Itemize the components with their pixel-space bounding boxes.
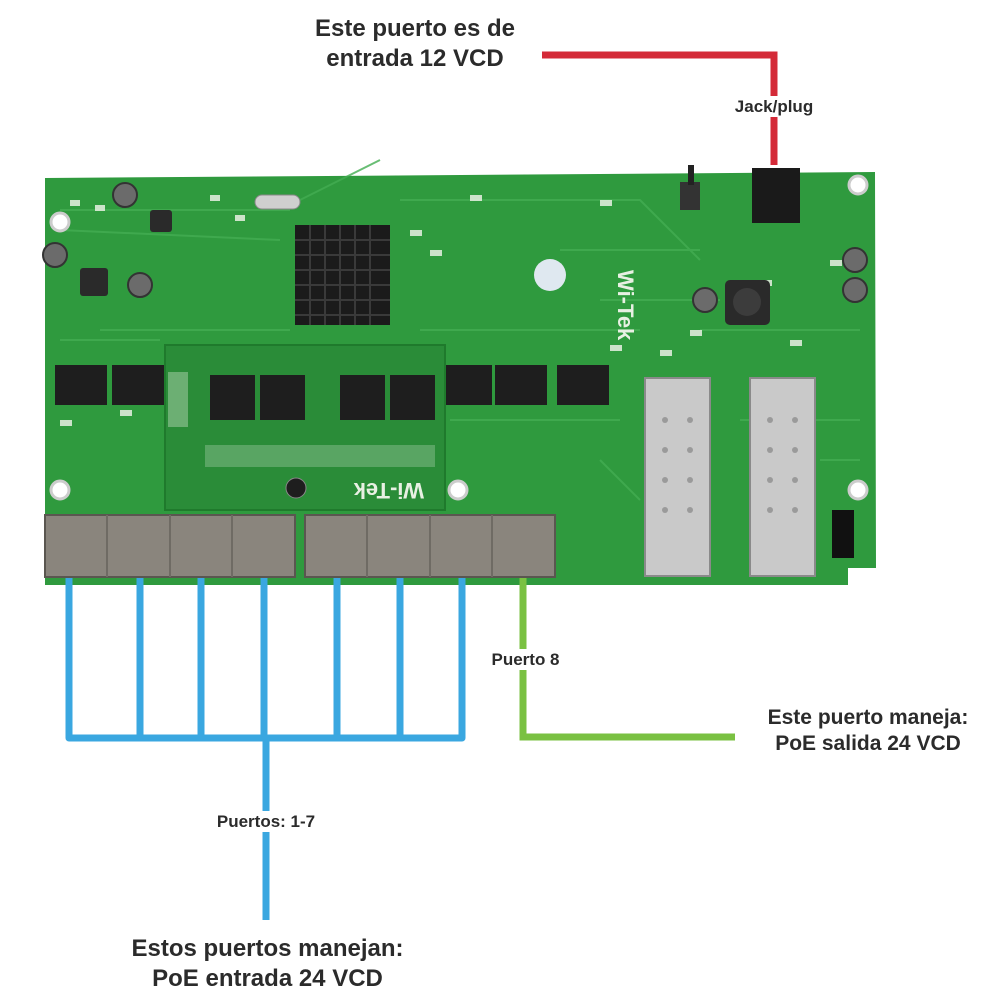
output-port-label: Este puerto maneja: PoE salida 24 VCD: [767, 706, 969, 756]
ports-1-7-label: Puertos: 1-7: [196, 811, 336, 833]
crystal-component: [254, 194, 301, 210]
ports-1-7-title: Estos puertos manejan: PoE entrada 24 VC…: [131, 935, 404, 992]
jack-plug-label: Jack/plug: [724, 96, 824, 118]
input-wire-red: [542, 51, 778, 165]
brand-logo-top: Wi-Tek: [613, 270, 638, 341]
port-8-label: Puerto 8: [478, 649, 573, 671]
mounting-holes: [49, 174, 869, 501]
pcb-board: Wi-Tek Wi-Tek: [42, 159, 876, 585]
input-port-label: Este puerto es de entrada 12 VCD: [314, 15, 516, 72]
poe-module: Wi-Tek: [164, 344, 446, 511]
capacitor-icon: [42, 182, 868, 313]
magnetics-chips: [55, 365, 609, 405]
jumper-header: [832, 510, 854, 558]
brand-sticker: [534, 259, 566, 291]
sfp-cage-icon: [644, 377, 816, 577]
brand-logo-module: Wi-Tek: [353, 478, 424, 503]
port-8-wire-green: [519, 578, 735, 741]
heatsink-icon: [295, 225, 390, 325]
rj45-block-icon: [44, 514, 556, 578]
ports-1-7-wires: [65, 578, 466, 920]
inductor-icon: [80, 210, 770, 325]
power-jack-icon: [680, 165, 800, 223]
